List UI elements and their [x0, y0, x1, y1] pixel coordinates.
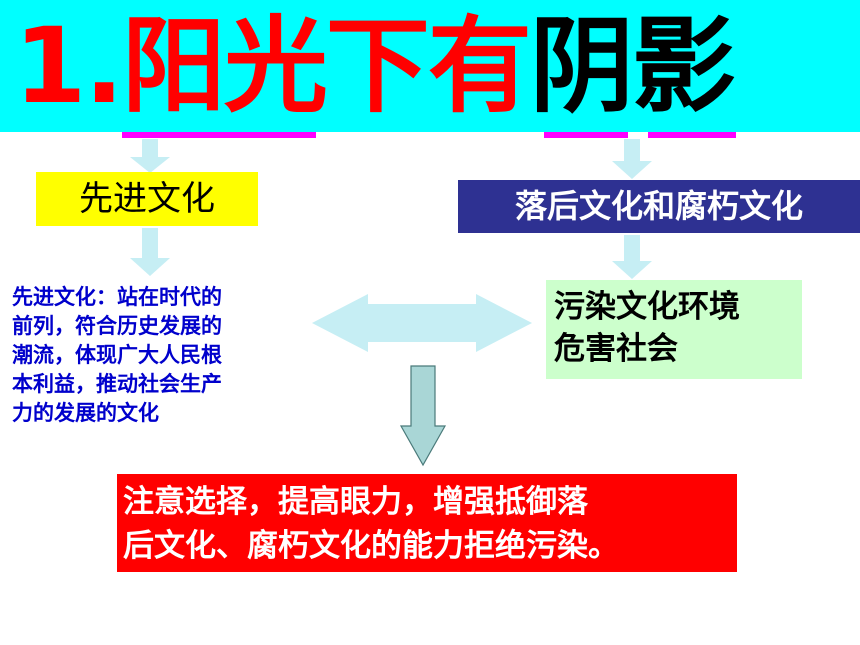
- description-line: 力的发展的文化: [12, 401, 159, 425]
- description-line: 前列，符合历史发展的: [12, 314, 222, 338]
- double-arrow: [312, 294, 532, 352]
- arrow-down-right-mid: [612, 235, 652, 279]
- slide-title: 1.阳光下有阴影: [14, 2, 736, 130]
- arrow-down-left-top: [130, 139, 170, 173]
- pollution-line: 污染文化环境: [554, 289, 740, 325]
- arrow-down-left-mid: [130, 228, 170, 276]
- conclusion-line: 注意选择，提高眼力，增强抵御落: [123, 484, 588, 520]
- backward-culture-box: 落后文化和腐朽文化: [458, 180, 860, 233]
- arrow-down-right-top: [612, 139, 652, 179]
- advanced-culture-description: 先进文化：站在时代的 前列，符合历史发展的 潮流，体现广大人民根 本利益，推动社…: [12, 283, 312, 428]
- title-banner: [0, 0, 860, 132]
- description-line: 先进文化：站在时代的: [12, 285, 222, 309]
- underline-right-1: [544, 132, 628, 138]
- title-black-part: 阴影: [529, 5, 736, 127]
- description-line: 潮流，体现广大人民根: [12, 343, 222, 367]
- pollution-box: 污染文化环境 危害社会: [546, 280, 802, 379]
- title-red-part: 1.阳光下有: [14, 5, 532, 127]
- arrow-down-center: [399, 365, 447, 467]
- underline-left: [122, 132, 316, 138]
- conclusion-line: 后文化、腐朽文化的能力拒绝污染。: [123, 528, 619, 564]
- underline-right-2: [648, 132, 736, 138]
- description-line: 本利益，推动社会生产: [12, 372, 222, 396]
- conclusion-box: 注意选择，提高眼力，增强抵御落 后文化、腐朽文化的能力拒绝污染。: [117, 474, 737, 572]
- pollution-line: 危害社会: [554, 331, 678, 367]
- advanced-culture-box: 先进文化: [36, 172, 258, 226]
